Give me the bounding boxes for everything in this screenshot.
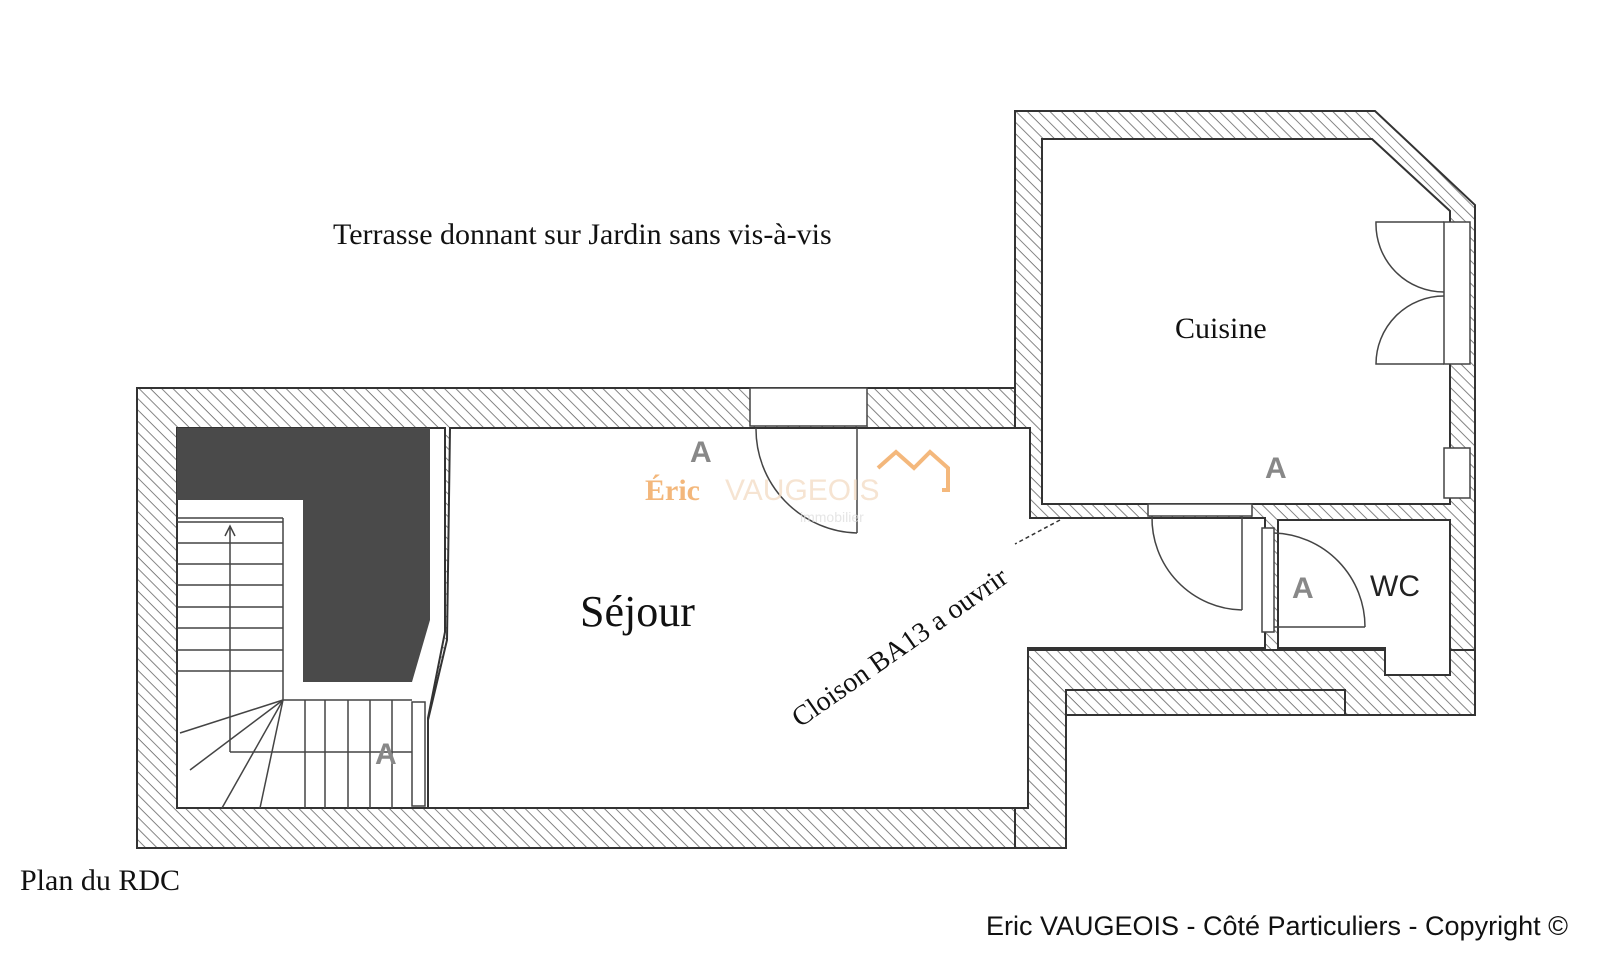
marker-a-wc: A bbox=[1292, 572, 1314, 605]
watermark-brand-left: Éric bbox=[645, 474, 700, 507]
stair-door-frame bbox=[411, 701, 426, 807]
watermark-roof-icon bbox=[876, 449, 950, 492]
wc-area bbox=[1277, 519, 1451, 676]
watermark-brand-sub: immobilier bbox=[800, 509, 864, 525]
watermark: Éric VAUGEOIS immobilier bbox=[645, 449, 950, 525]
copyright: Eric VAUGEOIS - Côté Particuliers - Copy… bbox=[986, 911, 1568, 941]
kitchen-label: Cuisine bbox=[1175, 312, 1267, 345]
marker-a-entrance: A bbox=[690, 436, 712, 469]
plan-title: Plan du RDC bbox=[20, 864, 180, 897]
marker-a-kitchen: A bbox=[1265, 452, 1287, 485]
kitchen-door bbox=[1147, 503, 1253, 611]
watermark-brand-right: VAUGEOIS bbox=[725, 474, 879, 507]
stair-block bbox=[177, 428, 430, 682]
wc-door bbox=[1261, 527, 1366, 633]
stair-treads bbox=[177, 517, 412, 809]
living-room-label: Séjour bbox=[580, 587, 695, 636]
entrance-door bbox=[749, 387, 868, 534]
living-room-area bbox=[427, 427, 1266, 809]
kitchen-french-window bbox=[1375, 221, 1471, 499]
marker-a-stairs: A bbox=[375, 738, 397, 771]
wc-label: WC bbox=[1370, 570, 1420, 603]
partition-dashed-line bbox=[1014, 519, 1061, 545]
terrace-label: Terrasse donnant sur Jardin sans vis-à-v… bbox=[333, 218, 832, 251]
step-wall bbox=[1014, 649, 1476, 849]
